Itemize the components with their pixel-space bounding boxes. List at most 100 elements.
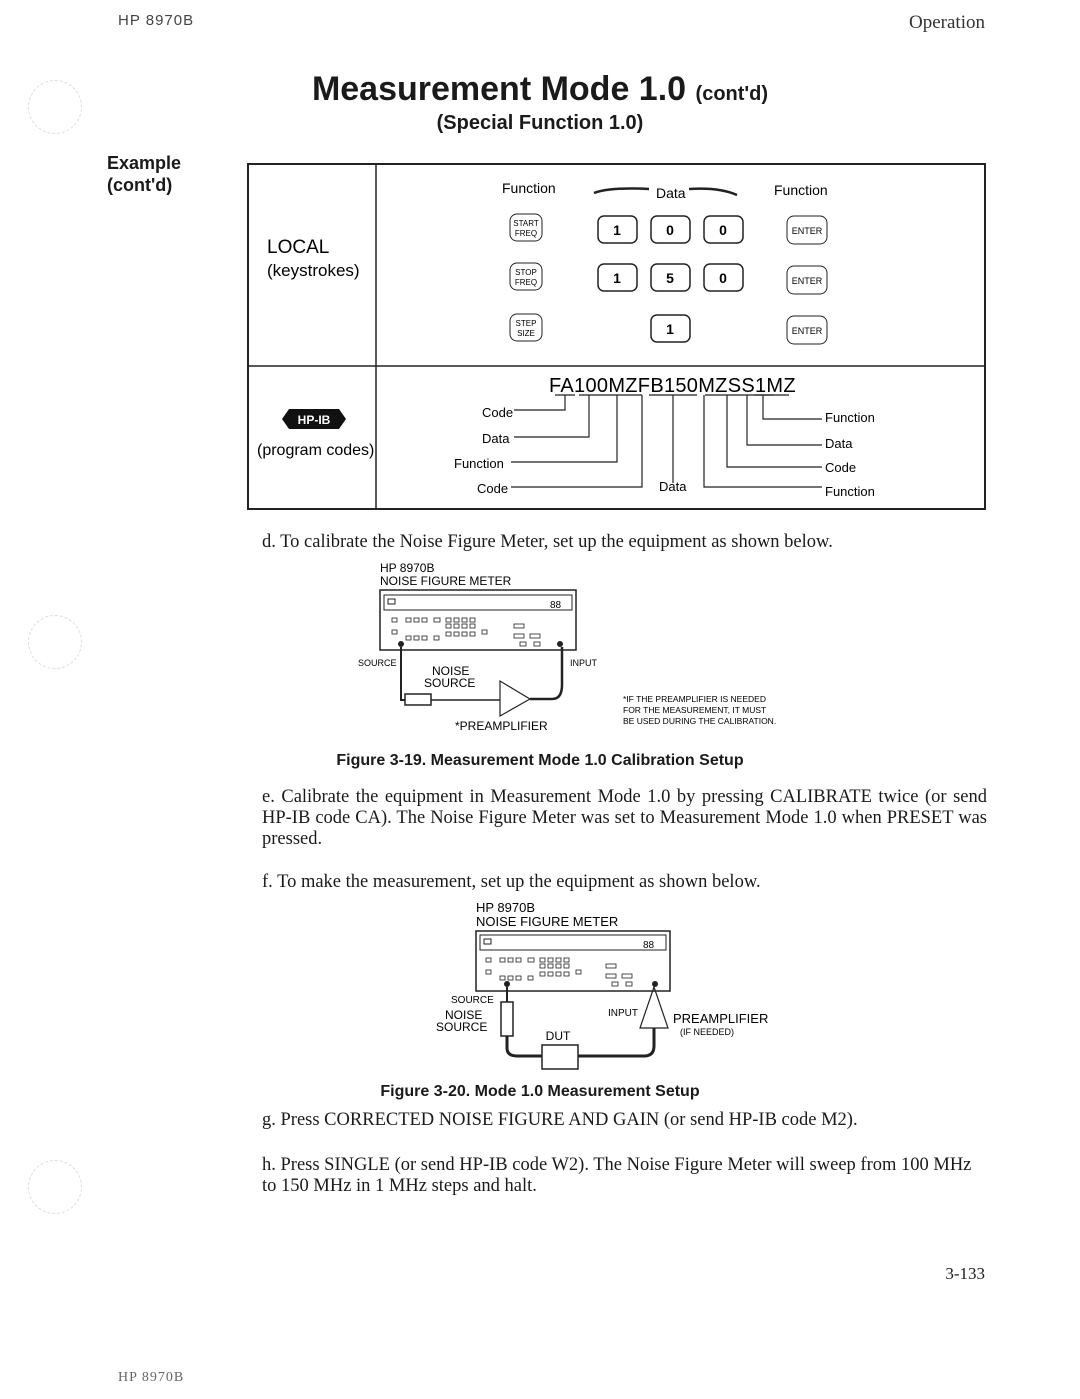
page-title: Measurement Mode 1.0 (cont'd) (0, 70, 1080, 109)
svg-text:ENTER: ENTER (792, 276, 823, 286)
svg-text:FREQ: FREQ (515, 278, 537, 287)
digit-key: 0 (650, 215, 691, 244)
svg-text:0: 0 (666, 222, 674, 238)
meter-display: 88 (643, 940, 655, 951)
figure-3-19: HP 8970B NOISE FIGURE METER 88 SOURCE IN… (358, 561, 776, 733)
noise-source-line2: SOURCE (436, 1020, 487, 1034)
calibration-note-line2: FOR THE MEASUREMENT, IT MUST (623, 705, 766, 715)
side-heading: Example (cont'd) (107, 152, 181, 196)
noise-source: NOISE SOURCE (400, 647, 475, 706)
local-sublabel: (keystrokes) (267, 261, 360, 280)
step-f: f. To make the measurement, set up the e… (262, 872, 761, 892)
running-header-right: Operation (909, 12, 985, 33)
title-main: Measurement Mode 1.0 (311, 70, 687, 108)
keystroke-table-drawing: LOCAL (keystrokes) Function Data Functio… (249, 165, 984, 508)
svg-text:SIZE: SIZE (517, 329, 535, 338)
label-data-mid: Data (659, 479, 687, 494)
noise-figure-meter: 88 (475, 930, 671, 992)
code-brackets (511, 394, 822, 488)
svg-text:1: 1 (666, 321, 674, 337)
digit-key: 5 (650, 263, 691, 292)
meter-display: 88 (550, 600, 562, 611)
step-e: e. Calibrate the equipment in Measuremen… (262, 787, 987, 849)
punch-hole (28, 615, 82, 669)
calibration-note-line3: BE USED DURING THE CALIBRATION. (623, 716, 776, 726)
hpib-logo: HP-IB (282, 409, 346, 429)
digit-key: 0 (703, 215, 744, 244)
figure-3-19-caption: Figure 3-19. Measurement Mode 1.0 Calibr… (336, 752, 744, 769)
side-heading-line1: Example (107, 153, 182, 173)
label-function: Function (825, 484, 875, 499)
label-data: Data (825, 436, 853, 451)
enter-key: ENTER (786, 265, 828, 295)
enter-key: ENTER (786, 215, 828, 245)
preamplifier (499, 679, 532, 718)
digit-key: 0 (703, 263, 744, 292)
svg-text:ENTER: ENTER (792, 226, 823, 236)
running-header-left: HP 8970B (118, 12, 195, 29)
calibration-note-line1: *IF THE PREAMPLIFIER IS NEEDED (623, 694, 766, 704)
preamplifier (639, 985, 669, 1029)
meter-model: HP 8970B (380, 561, 435, 575)
label-code: Code (482, 405, 513, 420)
label-code: Code (825, 460, 856, 475)
label-function: Function (454, 456, 504, 471)
col-function-right: Function (774, 182, 828, 198)
input-label: INPUT (608, 1008, 638, 1019)
figure-3-20-caption: Figure 3-20. Mode 1.0 Measurement Setup (380, 1083, 700, 1100)
hpib-sublabel: (program codes) (257, 442, 374, 459)
footer-text: HP 8970B (118, 1370, 185, 1385)
start-freq-key: START FREQ (509, 213, 543, 242)
svg-text:0: 0 (719, 222, 727, 238)
label-data: Data (482, 431, 510, 446)
local-label: LOCAL (267, 237, 329, 258)
side-heading-line2: (cont'd) (107, 175, 173, 195)
hpib-code-string: FA100MZFB150MZSS1MZ (549, 375, 796, 397)
col-function-left: Function (502, 180, 556, 196)
stop-freq-key: STOP FREQ (509, 262, 543, 291)
page-subtitle: (Special Function 1.0) (436, 112, 644, 134)
digit-key: 1 (650, 314, 691, 343)
punch-hole (28, 1160, 82, 1214)
svg-text:0: 0 (719, 270, 727, 286)
dut: DUT (541, 1029, 579, 1070)
source-label: SOURCE (451, 995, 494, 1006)
noise-source-line1: NOISE (445, 1008, 482, 1022)
meter-name: NOISE FIGURE METER (380, 574, 512, 588)
meter-model: HP 8970B (476, 900, 535, 915)
noise-source-line2: SOURCE (424, 676, 475, 690)
svg-text:1: 1 (613, 222, 621, 238)
label-function: Function (825, 410, 875, 425)
noise-source-line1: NOISE (432, 664, 469, 678)
step-d: d. To calibrate the Noise Figure Meter, … (262, 532, 833, 552)
source-label: SOURCE (358, 658, 397, 668)
title-suffix: (cont'd) (695, 83, 769, 105)
svg-text:STOP: STOP (515, 268, 537, 277)
svg-text:STEP: STEP (516, 319, 537, 328)
preamplifier-label: *PREAMPLIFIER (455, 719, 548, 733)
noise-source: NOISE SOURCE (436, 987, 514, 1037)
noise-figure-meter: 88 (379, 589, 577, 651)
col-data: Data (656, 185, 686, 201)
enter-key: ENTER (786, 315, 828, 345)
figure-3-20: HP 8970B NOISE FIGURE METER 88 SOURCE IN… (436, 900, 768, 1070)
svg-text:HP-IB: HP-IB (298, 413, 331, 427)
svg-text:5: 5 (666, 270, 674, 286)
dut-label: DUT (546, 1029, 571, 1043)
label-code: Code (477, 481, 508, 496)
step-size-key: STEP SIZE (509, 313, 543, 342)
page-number: 3-133 (945, 1264, 985, 1283)
step-g: g. Press CORRECTED NOISE FIGURE AND GAIN… (262, 1110, 858, 1130)
input-label: INPUT (570, 658, 598, 668)
keystroke-table: LOCAL (keystrokes) Function Data Functio… (247, 163, 986, 510)
svg-text:ENTER: ENTER (792, 326, 823, 336)
punch-hole (28, 80, 82, 134)
svg-text:START: START (513, 219, 539, 228)
digit-key: 1 (597, 263, 638, 292)
meter-name: NOISE FIGURE METER (476, 914, 618, 929)
digit-key: 1 (597, 215, 638, 244)
preamplifier-note: (IF NEEDED) (680, 1027, 734, 1037)
preamplifier-label: PREAMPLIFIER (673, 1011, 768, 1026)
svg-text:FREQ: FREQ (515, 229, 537, 238)
step-h: h. Press SINGLE (or send HP-IB code W2).… (262, 1155, 972, 1196)
